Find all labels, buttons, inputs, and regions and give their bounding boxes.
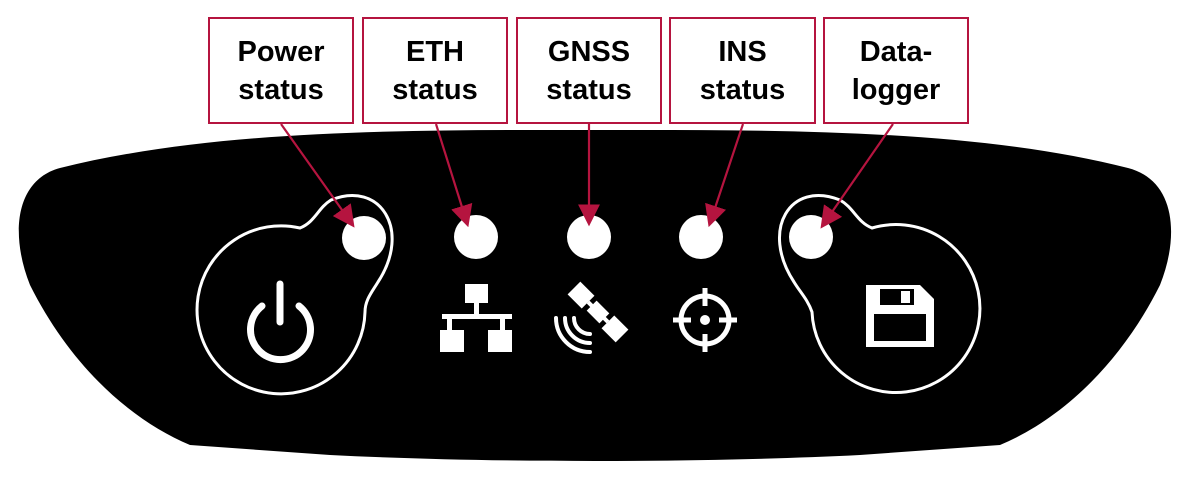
power-led <box>342 216 386 260</box>
callout-line: status <box>546 73 632 106</box>
callout-datalogger: Data- logger <box>823 17 969 124</box>
callout-power-status: Power status <box>208 17 354 124</box>
callout-line: INS <box>718 35 767 68</box>
callout-line: status <box>238 73 324 106</box>
datalogger-arrow <box>820 123 894 229</box>
callout-line: GNSS <box>547 35 631 68</box>
datalogger-button-outline <box>778 194 982 395</box>
power-arrow <box>280 123 355 228</box>
callout-line: status <box>392 73 478 106</box>
callout-ins-status: INS status <box>669 17 816 124</box>
callout-arrows <box>280 123 894 229</box>
callout-eth-status: ETH status <box>362 17 508 124</box>
network-icon <box>440 284 512 352</box>
callout-gnss-status: GNSS status <box>516 17 662 124</box>
ins-led <box>679 215 723 259</box>
power-button-outline <box>195 194 394 396</box>
eth-arrow <box>434 123 473 228</box>
satellite-icon <box>554 281 629 354</box>
callout-line: logger <box>851 73 941 106</box>
floppy-disk-icon <box>866 285 934 347</box>
callout-line: status <box>699 73 786 106</box>
power-icon <box>247 280 314 364</box>
callout-line: ETH <box>406 35 464 68</box>
callout-line: Data- <box>859 35 933 68</box>
callout-line: Power <box>237 35 325 68</box>
ins-arrow <box>705 123 745 228</box>
device-panel <box>18 129 1172 462</box>
eth-led <box>454 215 498 259</box>
crosshair-icon <box>673 288 737 352</box>
